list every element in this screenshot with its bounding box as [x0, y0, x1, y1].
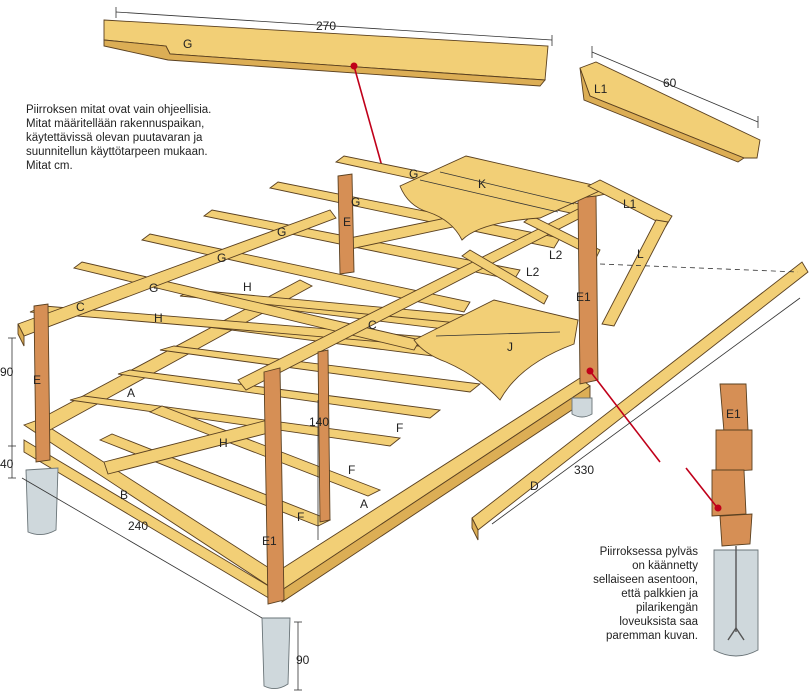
note-post-orientation: Piirroksessa pylväs on käännetty sellais… [593, 546, 698, 642]
brace-l1-exploded [579, 46, 761, 163]
label-f-2: F [348, 463, 355, 477]
label-e1-front: E1 [262, 534, 277, 548]
label-h-2: H [154, 311, 163, 325]
callout-line-e1b [685, 467, 717, 507]
callout-line-g [353, 65, 384, 171]
label-e1-detail: E1 [726, 407, 741, 421]
label-f-1: F [396, 421, 403, 435]
label-a-1: A [127, 386, 135, 400]
label-l2-b: L2 [526, 265, 540, 279]
label-b: B [120, 488, 128, 502]
label-h-3: H [219, 436, 228, 450]
label-e-back: E [343, 215, 351, 229]
label-g-2: G [351, 195, 360, 209]
label-k: K [478, 177, 486, 191]
dim-90-left: 90 [0, 365, 14, 379]
label-a-2: A [360, 497, 368, 511]
label-l1: L1 [623, 197, 637, 211]
label-l2-a: L2 [549, 248, 563, 262]
callout-line-e1a [589, 370, 661, 463]
label-j: J [507, 340, 513, 354]
dim-240: 240 [128, 519, 148, 533]
roof-panel-j [413, 299, 579, 401]
label-c-mid: C [368, 318, 377, 332]
dimension-lines [8, 297, 801, 691]
dim-40: 40 [0, 457, 14, 471]
label-l: L [637, 247, 644, 261]
beam-d-exploded [471, 261, 809, 541]
label-g-4: G [217, 251, 226, 265]
label-g-5: G [149, 281, 158, 295]
label-e-left: E [33, 373, 41, 387]
label-f-3: F [297, 510, 304, 524]
post-detail-e1 [711, 383, 759, 657]
dim-90-front: 90 [296, 653, 310, 667]
dim-270: 270 [316, 19, 336, 33]
label-d: D [530, 479, 539, 493]
dim-330: 330 [574, 463, 594, 477]
label-g-3: G [277, 225, 286, 239]
dim-140: 140 [309, 415, 329, 429]
label-l1-exploded: L1 [594, 82, 608, 96]
label-g-exploded: G [183, 37, 192, 51]
label-h-1: H [243, 280, 252, 294]
label-g-top: G [409, 167, 418, 181]
label-e1-right: E1 [576, 290, 591, 304]
roof-panel-k [399, 155, 608, 241]
dim-60: 60 [663, 76, 677, 90]
callout-dot-e1-detail [714, 504, 722, 512]
note-dimensions: Piirroksen mitat ovat vain ohjeellisia. … [26, 104, 212, 172]
frame-base [22, 279, 591, 603]
posts [33, 173, 599, 605]
label-c-left: C [76, 300, 85, 314]
rafter-g-exploded [103, 7, 553, 87]
brace-l-right [587, 179, 673, 327]
